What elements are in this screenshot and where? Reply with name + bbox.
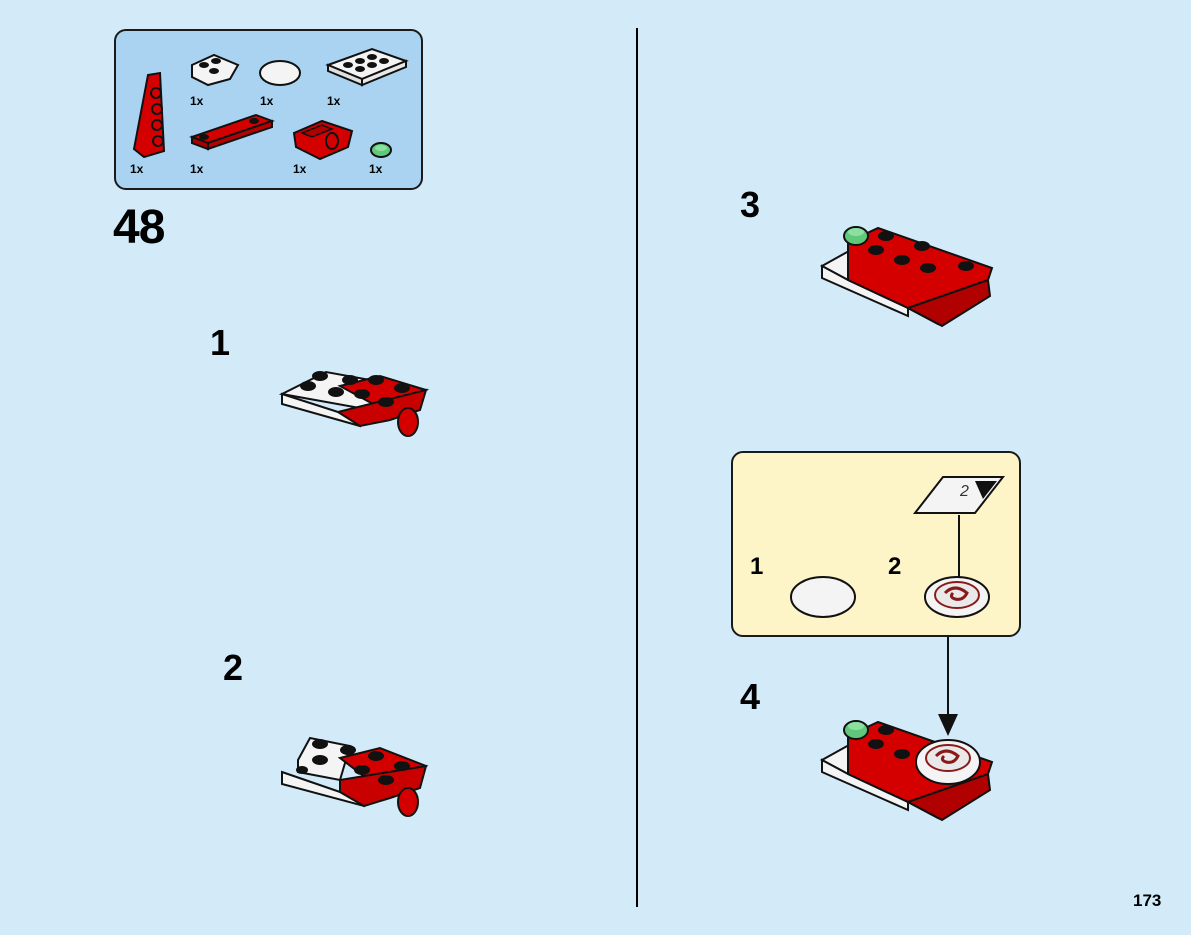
part-qty: 1x bbox=[369, 162, 383, 176]
sticker-label: 2 bbox=[960, 483, 969, 500]
part-qty: 1x bbox=[190, 94, 204, 108]
step-2-assembly bbox=[281, 736, 429, 817]
callout-step-2: 2 bbox=[888, 553, 902, 580]
main-step-number: 48 bbox=[113, 201, 165, 254]
sub-assembly-callout: 1 2 2 bbox=[731, 451, 1021, 637]
part-qty: 1x bbox=[327, 94, 341, 108]
page-divider bbox=[636, 28, 638, 907]
step-number-2: 2 bbox=[223, 647, 244, 688]
part-qty: 1x bbox=[190, 162, 204, 176]
sticker-sheet-icon bbox=[912, 476, 1006, 514]
step-4-assembly bbox=[819, 720, 994, 822]
step-number-3: 3 bbox=[740, 184, 761, 225]
part-red-hinge-plate bbox=[292, 119, 354, 161]
sticker-pointer-line bbox=[958, 515, 960, 577]
part-green-round-plate bbox=[370, 142, 392, 158]
white-round-tile bbox=[790, 576, 856, 618]
page-number: 173 bbox=[1133, 891, 1162, 910]
insert-arrow-shaft bbox=[947, 637, 949, 719]
decorated-round-tile bbox=[924, 576, 990, 618]
part-white-wedge-plate bbox=[191, 53, 240, 87]
part-white-round-tile bbox=[259, 60, 301, 86]
part-qty: 1x bbox=[260, 94, 274, 108]
part-red-wedge-plate bbox=[132, 71, 166, 159]
step-number-1: 1 bbox=[210, 322, 231, 363]
step-1-assembly bbox=[278, 370, 430, 437]
step-3-assembly bbox=[819, 226, 994, 328]
part-red-long-plate bbox=[189, 113, 275, 151]
parts-list-box: 1x 1x 1x 1x 1x 1x bbox=[114, 29, 423, 190]
insert-arrow-head bbox=[938, 714, 958, 736]
part-white-plate bbox=[325, 47, 409, 87]
step-number-4: 4 bbox=[740, 676, 761, 717]
part-qty: 1x bbox=[130, 162, 144, 176]
part-qty: 1x bbox=[293, 162, 307, 176]
callout-step-1: 1 bbox=[750, 553, 764, 580]
